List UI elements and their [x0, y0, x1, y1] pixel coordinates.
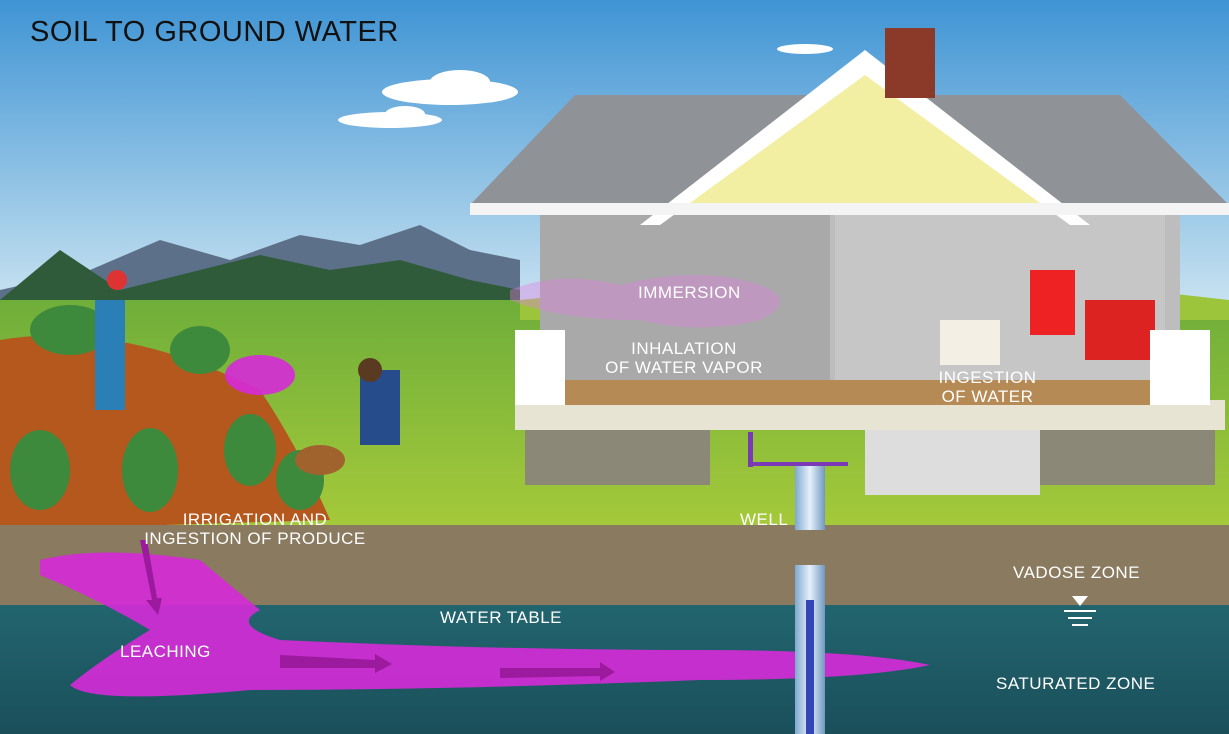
immersion-label: IMMERSION	[638, 283, 741, 302]
vapor-cloud	[510, 275, 780, 328]
contaminant-plume	[40, 552, 930, 697]
inhalation-line-2: OF WATER VAPOR	[605, 358, 763, 377]
ingestion-line-1: INGESTION	[938, 368, 1037, 387]
irrigation-line-1: IRRIGATION AND	[182, 510, 328, 529]
house	[470, 28, 1229, 495]
irrigation-line-2: INGESTION OF PRODUCE	[144, 529, 366, 548]
ingestion-line-2: OF WATER	[941, 387, 1034, 406]
saturated-zone-label: SATURATED ZONE	[996, 674, 1156, 693]
page-title: SOIL TO GROUND WATER	[30, 16, 399, 48]
inhalation-line-1: INHALATION	[631, 339, 737, 358]
water-table-symbol	[1064, 596, 1096, 626]
garden	[0, 270, 400, 530]
well-pipe	[748, 432, 848, 734]
leaching-label: LEACHING	[120, 642, 211, 661]
irrigation-label: IRRIGATION AND INGESTION OF PRODUCE	[135, 510, 375, 548]
flow-arrows	[140, 540, 615, 681]
well-label: WELL	[740, 510, 789, 529]
ingestion-of-water-label: INGESTION OF WATER	[930, 368, 1045, 406]
water-table-label: WATER TABLE	[440, 608, 563, 627]
inhalation-label: INHALATION OF WATER VAPOR	[600, 339, 768, 377]
clouds	[338, 44, 833, 128]
vadose-zone-label: VADOSE ZONE	[1013, 563, 1141, 582]
